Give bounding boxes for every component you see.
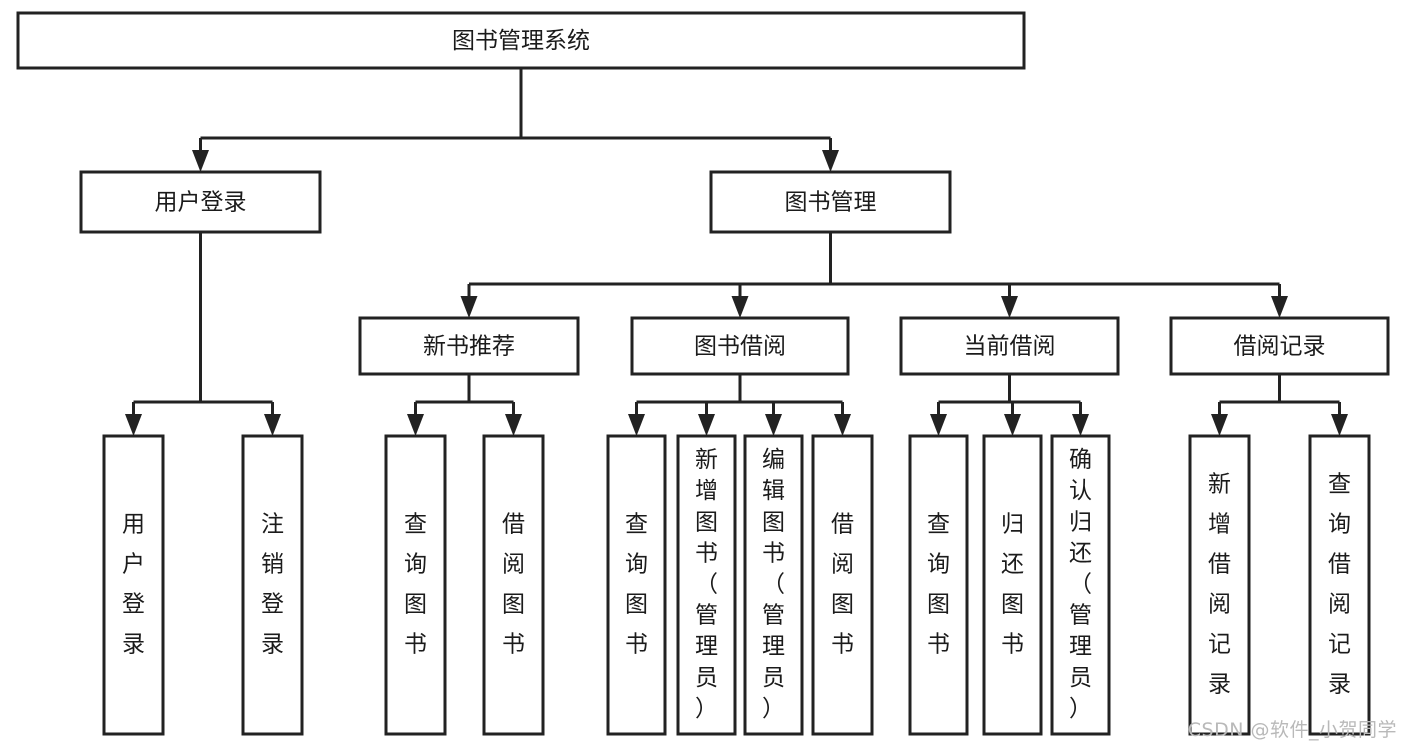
node-box[interactable] <box>676 434 737 736</box>
edge-arrow-icon <box>1271 296 1288 318</box>
node-box[interactable] <box>1188 434 1251 736</box>
node-box[interactable] <box>899 316 1120 376</box>
node-box[interactable] <box>384 434 447 736</box>
node-label: 编辑图书（管理员） <box>762 447 785 722</box>
edge-arrow-icon <box>1211 414 1228 436</box>
edge-arrow-icon <box>125 414 142 436</box>
edge-arrow-icon <box>1004 414 1021 436</box>
node-label: 新书推荐 <box>423 334 515 360</box>
node-label: 确认归还（管理员） <box>1069 447 1092 722</box>
edge-arrow-icon <box>192 150 209 172</box>
node-box[interactable] <box>1050 434 1111 736</box>
edge-arrow-icon <box>1001 296 1018 318</box>
edge-arrow-icon <box>930 414 947 436</box>
node-label: 用户登录 <box>155 190 247 216</box>
node-l3-q-current[interactable]: 查询图书 <box>908 434 969 736</box>
node-label: 注销登录 <box>261 512 284 658</box>
node-l2-record[interactable]: 借阅记录 <box>1169 316 1390 376</box>
node-box[interactable] <box>630 316 850 376</box>
node-box[interactable] <box>16 11 1026 70</box>
node-l2-current[interactable]: 当前借阅 <box>899 316 1120 376</box>
node-label: 图书管理系统 <box>452 28 590 54</box>
node-box[interactable] <box>102 434 165 736</box>
node-label: 新增图书（管理员） <box>695 447 718 722</box>
edge-arrow-icon <box>834 414 851 436</box>
node-box[interactable] <box>1308 434 1371 736</box>
node-l3-add-rec[interactable]: 新增借阅记录 <box>1188 434 1251 736</box>
node-label: 查询图书 <box>404 512 427 658</box>
node-box[interactable] <box>79 170 322 234</box>
node-l3-borrowbook[interactable]: 借阅图书 <box>811 434 874 736</box>
node-label: 当前借阅 <box>964 334 1056 360</box>
node-l3-userlogin[interactable]: 用户登录 <box>102 434 165 736</box>
node-root[interactable]: 图书管理系统 <box>16 11 1026 70</box>
node-l2-borrow[interactable]: 图书借阅 <box>630 316 850 376</box>
node-label: 用户登录 <box>122 512 145 658</box>
edges-layer <box>125 68 1348 436</box>
edge-arrow-icon <box>822 150 839 172</box>
node-box[interactable] <box>482 434 545 736</box>
node-box[interactable] <box>908 434 969 736</box>
edge-arrow-icon <box>1072 414 1089 436</box>
node-l3-b-newbook[interactable]: 借阅图书 <box>482 434 545 736</box>
node-label: 图书管理 <box>785 190 877 216</box>
node-l2-newbook[interactable]: 新书推荐 <box>358 316 580 376</box>
edge-arrow-icon <box>264 414 281 436</box>
node-box[interactable] <box>811 434 874 736</box>
node-label: 借阅图书 <box>502 512 525 658</box>
node-l1-login[interactable]: 用户登录 <box>79 170 322 234</box>
node-l3-q-borrow[interactable]: 查询图书 <box>606 434 667 736</box>
node-box[interactable] <box>709 170 952 234</box>
node-box[interactable] <box>241 434 304 736</box>
node-label: 查询图书 <box>927 512 950 658</box>
node-l3-edit-book[interactable]: 编辑图书（管理员） <box>743 434 804 736</box>
node-label: 新增借阅记录 <box>1208 472 1231 698</box>
node-box[interactable] <box>743 434 804 736</box>
edge-arrow-icon <box>407 414 424 436</box>
node-label: 图书借阅 <box>694 334 786 360</box>
node-l3-return[interactable]: 归还图书 <box>982 434 1043 736</box>
node-l3-confirm[interactable]: 确认归还（管理员） <box>1050 434 1111 736</box>
node-box[interactable] <box>1169 316 1390 376</box>
node-label: 查询借阅记录 <box>1328 472 1351 698</box>
node-l3-q-rec[interactable]: 查询借阅记录 <box>1308 434 1371 736</box>
node-box[interactable] <box>358 316 580 376</box>
node-label: 查询图书 <box>625 512 648 658</box>
edge-arrow-icon <box>460 296 478 318</box>
node-label: 归还图书 <box>1001 512 1024 658</box>
node-l1-book[interactable]: 图书管理 <box>709 170 952 234</box>
node-label: 借阅图书 <box>831 512 854 658</box>
node-box[interactable] <box>606 434 667 736</box>
edge-arrow-icon <box>628 414 645 436</box>
node-l3-add-book[interactable]: 新增图书（管理员） <box>676 434 737 736</box>
edge-arrow-icon <box>731 296 749 318</box>
edge-arrow-icon <box>1331 414 1348 436</box>
edge-arrow-icon <box>765 414 782 436</box>
node-l3-q-newbook[interactable]: 查询图书 <box>384 434 447 736</box>
edge-arrow-icon <box>505 414 522 436</box>
edge-arrow-icon <box>698 414 715 436</box>
nodes-layer: 图书管理系统用户登录图书管理新书推荐图书借阅当前借阅借阅记录用户登录注销登录查询… <box>16 11 1390 736</box>
node-label: 借阅记录 <box>1234 334 1326 360</box>
node-box[interactable] <box>982 434 1043 736</box>
node-l3-logout[interactable]: 注销登录 <box>241 434 304 736</box>
